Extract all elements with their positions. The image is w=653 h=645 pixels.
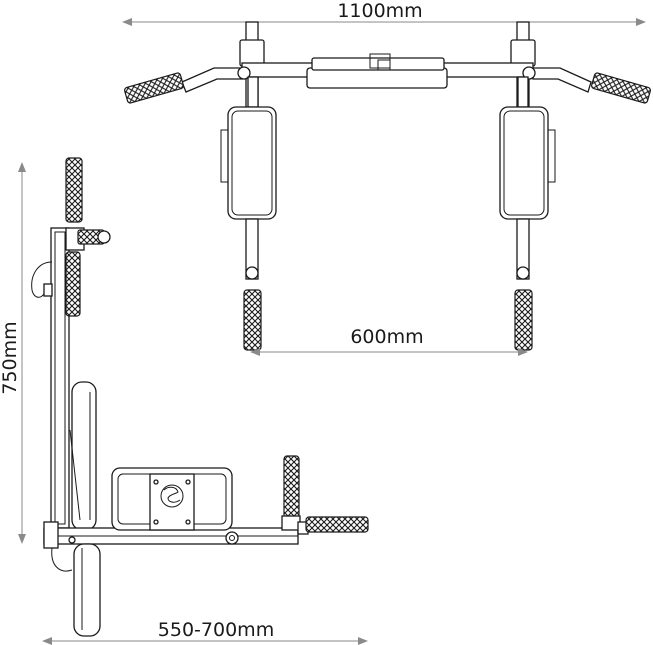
- dimension-label-wall-depth: 550-700mm: [158, 619, 274, 641]
- dimension-label-height: 750mm: [0, 321, 21, 394]
- dimension-label-grip-spacing: 600mm: [350, 326, 423, 348]
- side-view-drawing: [31, 157, 369, 637]
- dimension-label-top-width: 1100mm: [337, 0, 422, 22]
- dimension-wall-depth: 550-700mm: [42, 619, 368, 645]
- dimension-height: 750mm: [0, 162, 26, 544]
- dimension-grip-spacing: 600mm: [250, 326, 528, 356]
- dimension-top-width: 1100mm: [122, 0, 646, 26]
- front-view-drawing: [124, 21, 651, 351]
- brand-logo-plate-icon: [153, 479, 191, 525]
